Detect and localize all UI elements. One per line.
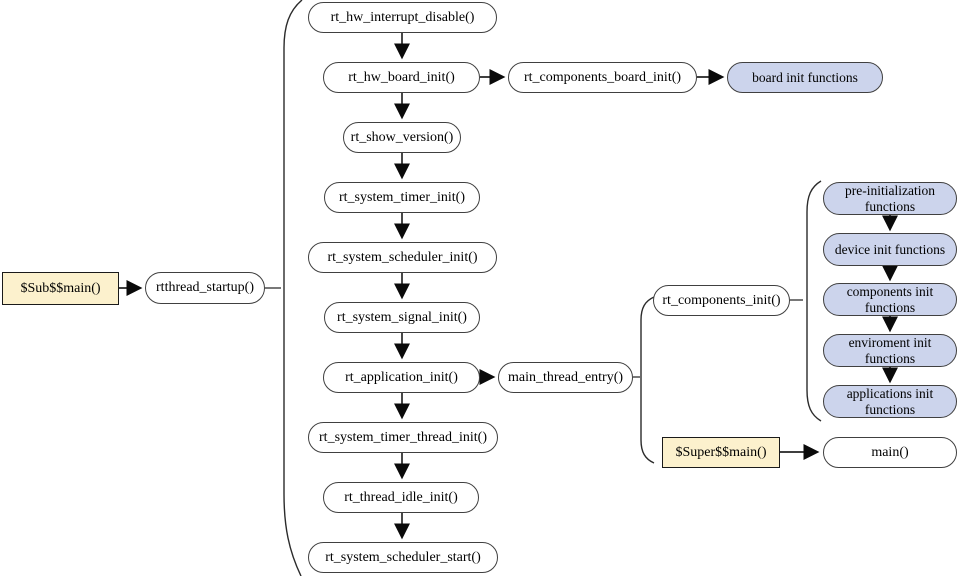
node-rt-system-scheduler-init: rt_system_scheduler_init() (308, 242, 497, 273)
node-rt-system-timer-init: rt_system_timer_init() (324, 182, 480, 213)
node-pre-initialization-functions: pre-initialization functions (823, 182, 957, 215)
node-rt-show-version: rt_show_version() (343, 122, 461, 153)
node-device-init-functions: device init functions (823, 233, 957, 266)
node-rt-system-scheduler-start: rt_system_scheduler_start() (308, 542, 498, 573)
brace-main-thread-entry-group (640, 296, 655, 464)
node-rt-hw-board-init: rt_hw_board_init() (323, 62, 480, 93)
node-rt-components-init: rt_components_init() (653, 285, 790, 316)
node-rt-hw-interrupt-disable: rt_hw_interrupt_disable() (308, 2, 497, 33)
node-enviroment-init-functions: enviroment init functions (823, 334, 957, 367)
node-rt-thread-idle-init: rt_thread_idle_init() (323, 482, 479, 513)
node-rt-application-init: rt_application_init() (323, 362, 480, 393)
brace-rt-components-init-group (806, 180, 822, 422)
node-rt-system-timer-thread-init: rt_system_timer_thread_init() (308, 422, 498, 453)
node-components-init-functions: components init functions (823, 283, 957, 316)
node-main-thread-entry: main_thread_entry() (498, 362, 633, 393)
node-applications-init-functions: applications init functions (823, 385, 957, 418)
node-rt-components-board-init: rt_components_board_init() (508, 62, 697, 93)
brace-rtthread-startup-group (283, 0, 303, 576)
node-main: main() (823, 437, 957, 468)
node-board-init-functions: board init functions (727, 62, 883, 93)
node-rt-system-signal-init: rt_system_signal_init() (324, 302, 480, 333)
node-rtthread-startup: rtthread_startup() (145, 272, 265, 304)
node-super-main: $Super$$main() (662, 437, 780, 468)
node-sub-main: $Sub$$main() (2, 272, 119, 305)
